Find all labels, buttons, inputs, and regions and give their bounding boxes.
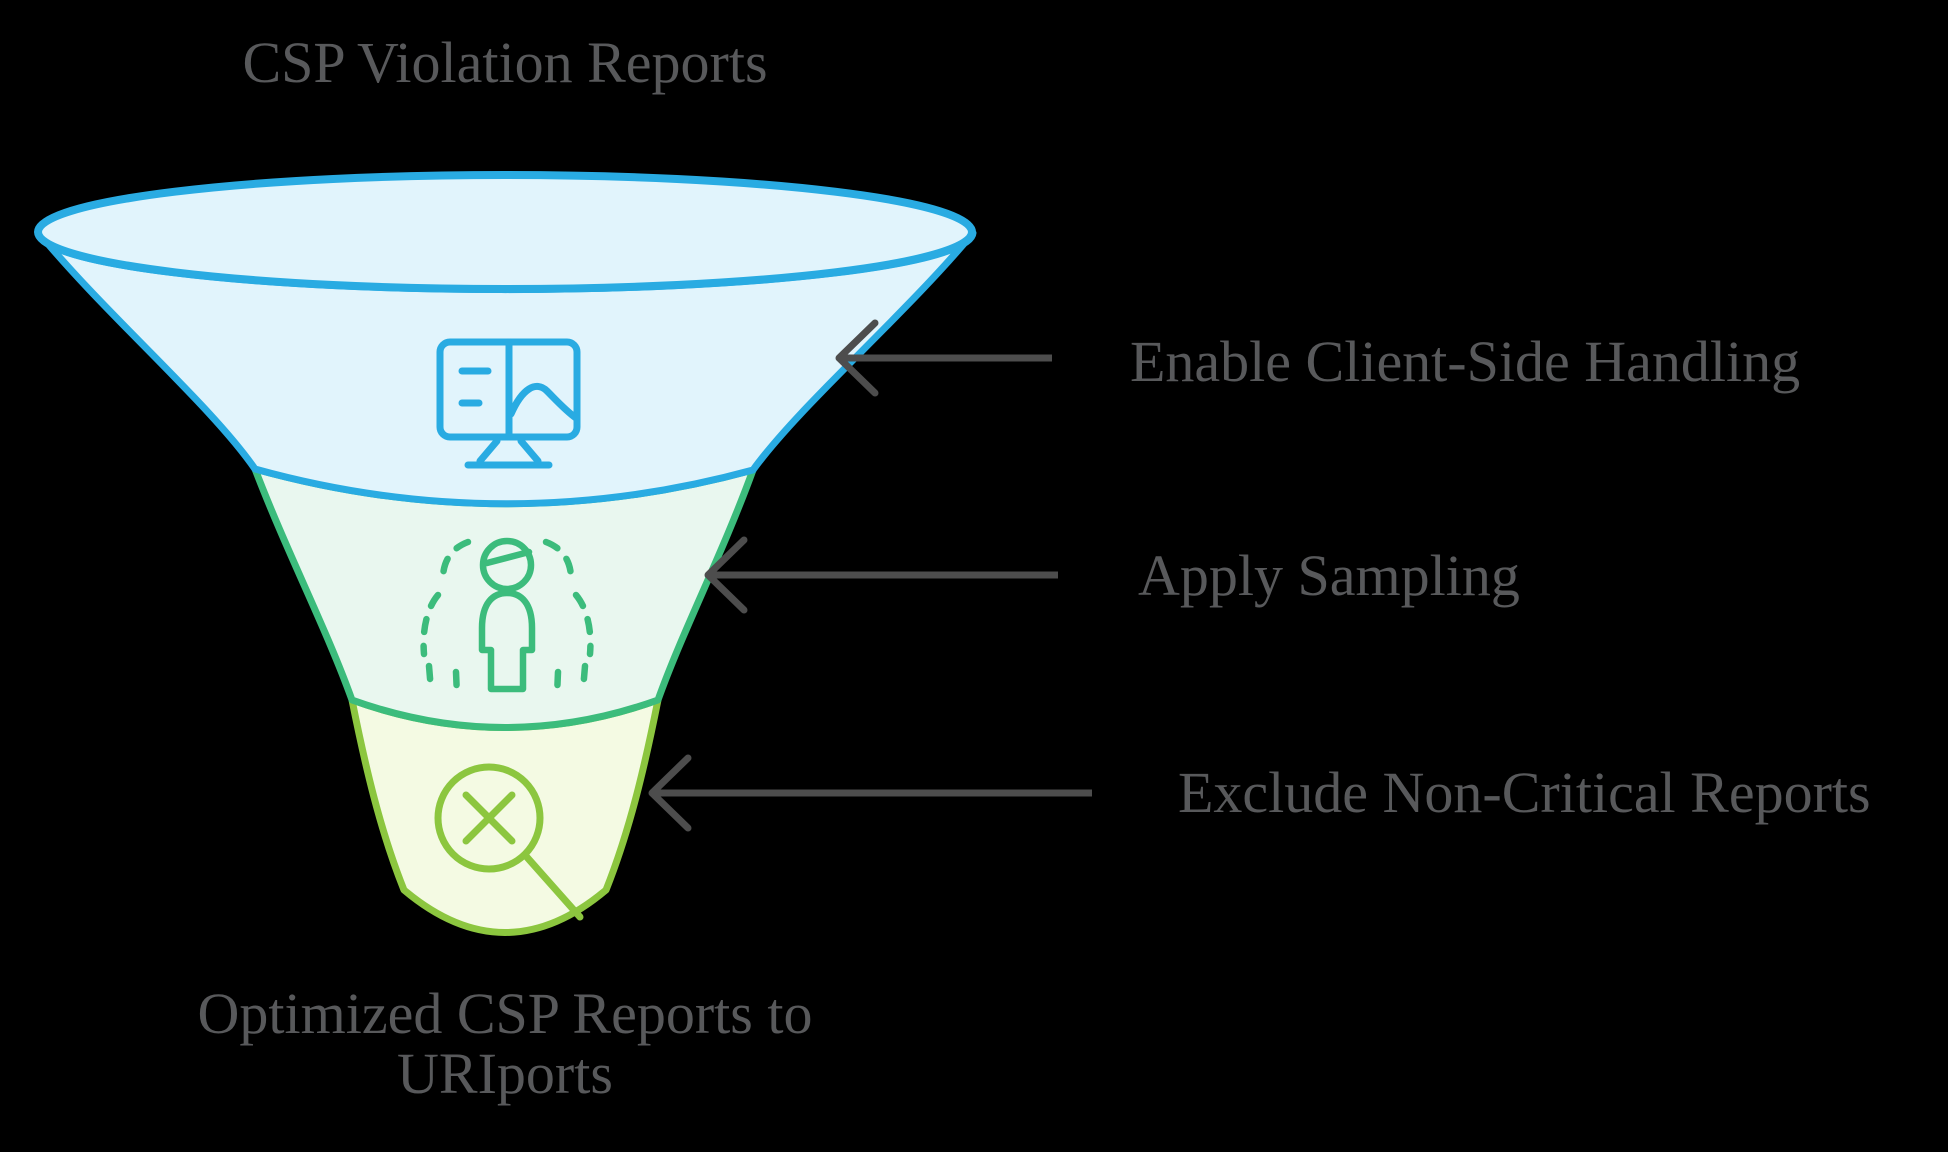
arrow-enable-client-side-handling: [835, 319, 1052, 397]
arrow-apply-sampling: [704, 536, 1058, 614]
annotation-label-exclude-non-critical: Exclude Non-Critical Reports: [1178, 760, 1871, 825]
monitor-icon: [436, 338, 581, 469]
arrow-exclude-non-critical: [648, 754, 1092, 832]
output-label-line-2: URIports: [397, 1041, 613, 1106]
annotation-label-apply-sampling: Apply Sampling: [1138, 543, 1520, 608]
magnifier-x-icon: [434, 763, 584, 921]
funnel-output-label: Optimized CSP Reports to URIports: [105, 984, 905, 1104]
funnel-stage-exclude-non-critical: [348, 696, 662, 936]
people-sampling-icon: [420, 537, 594, 700]
annotation-label-enable-client-side-handling: Enable Client-Side Handling: [1130, 329, 1801, 394]
output-label-line-1: Optimized CSP Reports to: [197, 981, 813, 1046]
annotation-arrows: [648, 319, 1092, 832]
funnel-stage-enable-client-side-handling: [34, 171, 977, 508]
funnel-top-ellipse: [34, 171, 976, 293]
diagram-title: CSP Violation Reports: [242, 30, 768, 95]
